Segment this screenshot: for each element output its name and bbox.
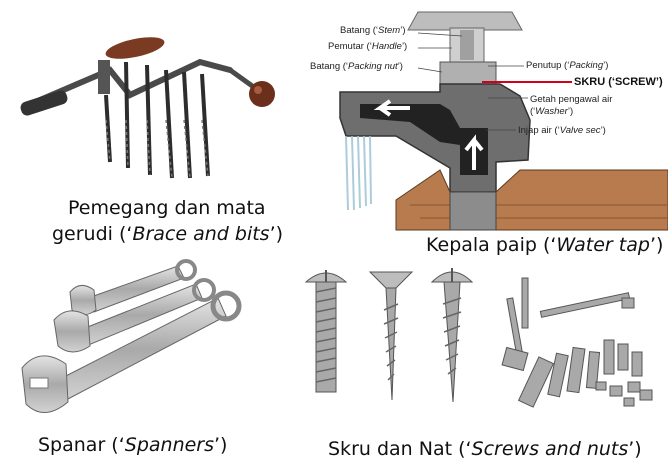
label-stem-pre: Batang (‘: [340, 25, 379, 36]
brace-caption-line1: Pemegang dan mata: [68, 197, 266, 219]
screws-nuts-panel: Skru dan Nat (‘Screws and nuts’): [300, 260, 668, 472]
label-washer-pre: (‘: [530, 106, 536, 117]
spanners-illustration: [21, 259, 242, 413]
tap-label-stem: Batang (‘Stem’): [340, 25, 406, 37]
spanner-caption-em: Spanners: [124, 434, 215, 456]
label-packing-pre: Penutup (‘: [526, 60, 570, 71]
screws-caption-pre: Skru dan Nat (‘: [328, 438, 472, 460]
water-tap-panel: Batang (‘Stem’) Pemutar (‘Handle’) Batan…: [300, 0, 668, 260]
label-handle-post: ’): [401, 41, 408, 52]
spanners-panel: Spanar (‘Spanners’): [0, 250, 300, 472]
brace-drill-illustration: [20, 37, 275, 179]
tap-caption-pre: Kepala paip (‘: [426, 234, 557, 256]
screws-illustration: [304, 268, 474, 403]
label-packing-nut-post: ’): [397, 61, 403, 72]
brace-caption-em: Brace and bits: [132, 223, 270, 245]
tap-label-valve: Injap air (‘Valve sec’): [518, 125, 606, 137]
label-packing-em: Packing: [569, 60, 604, 71]
spanner-caption: Spanar (‘Spanners’): [38, 433, 227, 458]
brace-caption-line2: gerudi (‘Brace and bits’): [52, 222, 283, 247]
screws-caption: Skru dan Nat (‘Screws and nuts’): [328, 437, 642, 462]
label-washer-post: ’): [567, 106, 574, 117]
label-packing-nut-pre: Batang (‘: [310, 61, 349, 72]
tap-label-washer-line2: (‘Washer’): [530, 106, 573, 118]
label-valve-pre: Injap air (‘: [518, 125, 560, 136]
tap-caption: Kepala paip (‘Water tap’): [426, 233, 663, 258]
tap-label-packing-nut: Batang (‘Packing nut’): [310, 61, 403, 73]
small-spanner: [69, 259, 197, 316]
label-valve-em: Valve sec: [559, 125, 601, 136]
label-packing-nut-em: Packing nut: [348, 61, 398, 72]
label-handle-pre: Pemutar (‘: [328, 41, 372, 52]
brace-and-bits-panel: Pemegang dan mata gerudi (‘Brace and bit…: [0, 0, 300, 250]
screws-caption-em: Screws and nuts: [471, 438, 629, 460]
label-stem-post: ’): [400, 25, 406, 36]
label-stem-em: Stem: [378, 25, 401, 36]
label-packing-post: ’): [603, 60, 609, 71]
tap-label-packing: Penutup (‘Packing’): [526, 60, 608, 72]
water-tap-illustration: [339, 11, 668, 231]
bolts-and-nuts-illustration: [501, 277, 653, 408]
round-head-wood-screw: [430, 268, 474, 403]
spanner-caption-pre: Spanar (‘: [38, 434, 125, 456]
label-valve-post: ’): [600, 125, 606, 136]
flat-head-wood-screw: [368, 271, 414, 401]
tap-caption-post: ’): [649, 234, 664, 256]
tap-caption-em: Water tap: [556, 234, 650, 256]
spanner-caption-post: ’): [214, 434, 228, 456]
tap-label-screw: SKRU (‘SCREW’): [574, 76, 663, 88]
label-washer-em: Washer: [535, 106, 568, 117]
screws-caption-post: ’): [628, 438, 642, 460]
brace-caption-post: ’): [269, 223, 284, 245]
label-handle-em: Handle: [371, 41, 402, 52]
tap-label-handle: Pemutar (‘Handle’): [328, 41, 407, 53]
medium-spanner: [53, 278, 216, 353]
machine-screw: [304, 270, 348, 393]
tap-label-washer-line1: Getah pengawal air: [530, 94, 613, 105]
large-spanner: [21, 290, 242, 413]
brace-caption-pre: gerudi (‘: [52, 223, 133, 245]
